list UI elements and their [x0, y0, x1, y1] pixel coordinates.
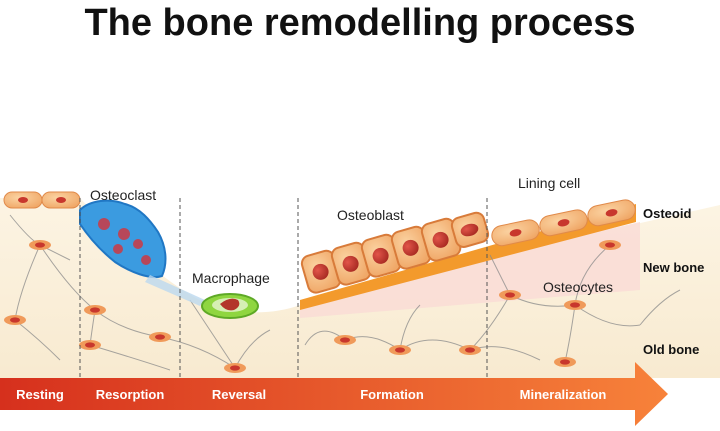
stage-label-resorption: Resorption: [96, 387, 165, 402]
lining-cell-label: Lining cell: [518, 175, 580, 191]
stage-label-formation: Formation: [360, 387, 424, 402]
resting-lining-cells: [3, 191, 81, 209]
macrophage-cell: [201, 293, 259, 319]
old-bone-label: Old bone: [643, 342, 699, 357]
osteoid-label: Osteoid: [643, 206, 691, 221]
stage-dividers: [79, 198, 488, 404]
osteocytes: [4, 240, 621, 373]
stage-label-reversal: Reversal: [212, 387, 266, 402]
stage-arrow: [0, 362, 668, 426]
macrophage-label: Macrophage: [192, 270, 270, 286]
mineralization-lining-cells: [491, 199, 636, 247]
osteoclast-cell: [79, 199, 167, 278]
diagram-title: The bone remodelling process: [84, 2, 636, 44]
osteoblast-cells: [300, 211, 490, 294]
resorption-trail: [145, 275, 205, 306]
new-bone-label: New bone: [643, 260, 704, 275]
stage-label-mineralization: Mineralization: [520, 387, 607, 402]
osteoblast-label: Osteoblast: [337, 207, 404, 223]
stage-label-resting: Resting: [16, 387, 64, 402]
osteoclast-label: Osteoclast: [90, 187, 156, 203]
new-bone-layer: [300, 222, 640, 318]
osteocytes-label: Osteocytes: [543, 279, 613, 295]
